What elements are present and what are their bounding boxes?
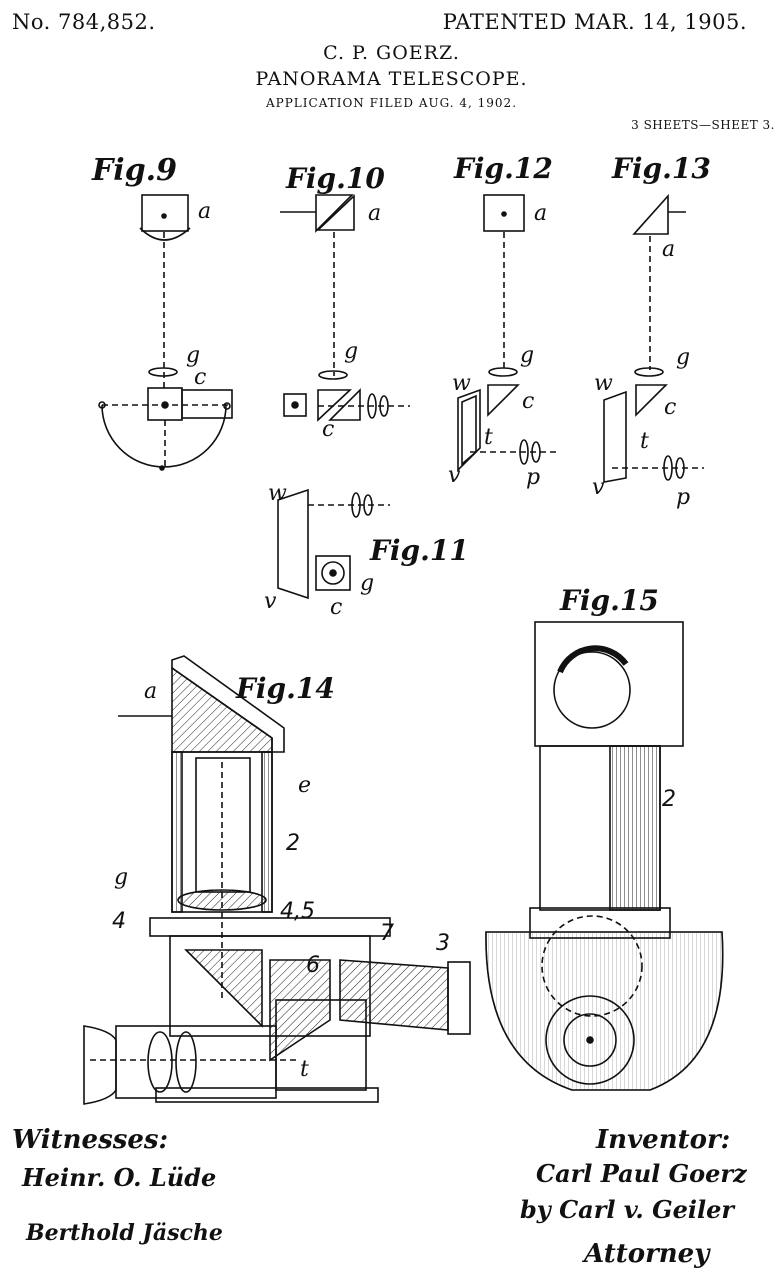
label-v-fig11: v xyxy=(264,589,277,614)
label-3-fig14: 3 xyxy=(436,931,450,956)
inventor-signature: Carl Paul Goerz xyxy=(536,1159,748,1188)
label-w-fig11: w xyxy=(268,481,287,506)
label-t-fig12: t xyxy=(484,425,493,450)
sheet-count: 3 SHEETS—SHEET 3. xyxy=(631,118,775,132)
fig10-drawing xyxy=(280,194,410,422)
label-p-fig13: p xyxy=(676,485,690,510)
witness-signature-1: Heinr. O. Lüde xyxy=(21,1163,216,1192)
application-filed: APPLICATION FILED AUG. 4, 1902. xyxy=(265,96,518,110)
fig9-caption: Fig.9 xyxy=(91,153,177,188)
witness-signature-2: Berthold Jäsche xyxy=(25,1220,223,1246)
label-7-fig14: 7 xyxy=(380,921,394,946)
label-2-fig15: 2 xyxy=(662,787,676,812)
label-c-fig12: c xyxy=(522,389,534,414)
inventor-heading: Inventor: xyxy=(595,1125,730,1155)
label-g-fig10: g xyxy=(344,339,358,364)
fig11-caption: Fig.11 xyxy=(369,534,469,567)
fig13-drawing xyxy=(603,193,704,483)
label-g-fig14: g xyxy=(114,865,128,890)
label-45-fig14: 4,5 xyxy=(280,899,315,924)
attorney-heading: Attorney xyxy=(581,1239,711,1269)
label-a-fig13: a xyxy=(662,237,675,262)
fig12-caption: Fig.12 xyxy=(453,152,553,185)
label-c-fig11: c xyxy=(330,595,342,620)
label-4-fig14: 4 xyxy=(112,909,126,934)
fig14-drawing xyxy=(83,655,471,1105)
label-a-fig14: a xyxy=(144,679,157,704)
label-t-fig14: t xyxy=(300,1057,309,1082)
fig9-drawing xyxy=(98,194,233,471)
patent-number: No. 784,852. xyxy=(12,10,156,34)
inventor-name: C. P. GOERZ. xyxy=(323,42,460,64)
label-g-fig9: g xyxy=(186,343,200,368)
label-e-fig14: e xyxy=(298,773,311,798)
fig11-drawing xyxy=(277,488,390,600)
label-c-fig13: c xyxy=(664,395,676,420)
patent-title: PANORAMA TELESCOPE. xyxy=(255,68,528,90)
label-w-fig13: w xyxy=(594,371,613,396)
label-p-fig12: p xyxy=(526,465,540,490)
label-a-fig9: a xyxy=(198,199,211,224)
patent-date: PATENTED MAR. 14, 1905. xyxy=(442,10,747,34)
label-a-fig10: a xyxy=(368,201,381,226)
label-v-fig13: v xyxy=(592,475,605,500)
label-g-fig13: g xyxy=(676,345,690,370)
fig14-caption: Fig.14 xyxy=(235,672,335,705)
witnesses-heading: Witnesses: xyxy=(12,1125,168,1155)
label-g-fig11: g xyxy=(360,571,374,596)
fig15-caption: Fig.15 xyxy=(559,584,659,617)
label-t-fig13: t xyxy=(640,429,649,454)
label-c-fig9: c xyxy=(194,365,206,390)
label-2-fig14: 2 xyxy=(286,831,300,856)
label-6-fig14: 6 xyxy=(306,953,320,978)
label-g-fig12: g xyxy=(520,343,534,368)
label-a-fig12: a xyxy=(534,201,547,226)
fig12-drawing xyxy=(457,194,560,472)
attorney-signature: by Carl v. Geiler xyxy=(520,1195,736,1224)
fig10-caption: Fig.10 xyxy=(285,162,385,195)
label-c-fig10: c xyxy=(322,417,334,442)
label-w-fig12: w xyxy=(452,371,471,396)
fig13-caption: Fig.13 xyxy=(611,152,711,185)
label-v-fig12: v xyxy=(448,463,461,488)
fig15-drawing xyxy=(485,621,724,1091)
